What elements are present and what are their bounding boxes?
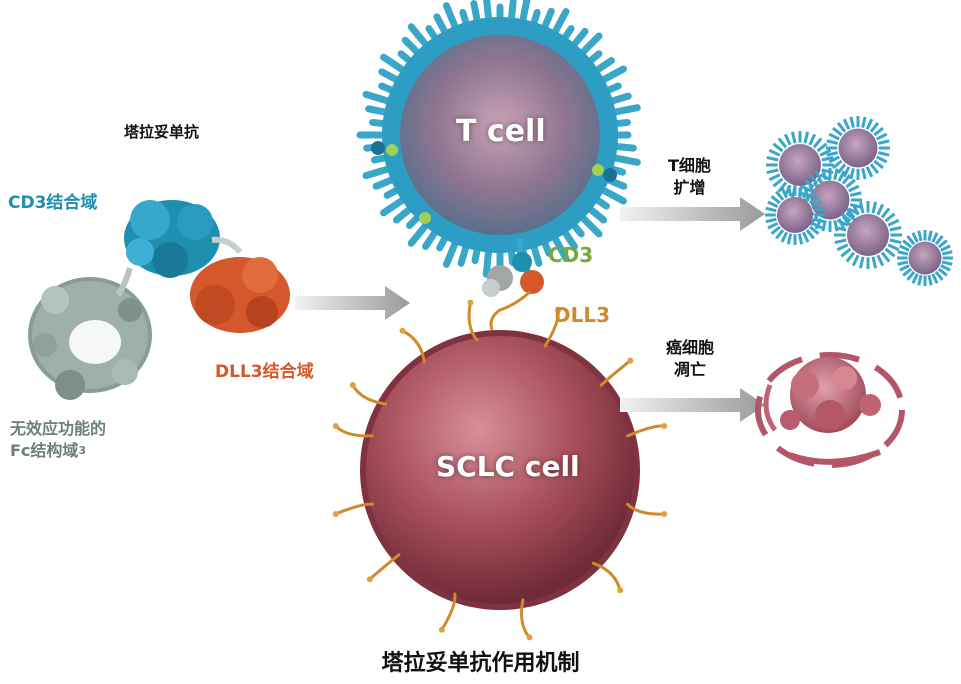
expanded-t-cells [765,116,953,286]
t-expansion-line2: 扩增 [673,178,706,197]
diagram-caption: 塔拉妥单抗作用机制 [381,651,580,676]
cd3-label: CD3 [548,243,594,267]
apoptosis-line2: 凋亡 [674,360,707,379]
t-expansion-line1: T细胞 [668,156,711,175]
fc-label-line2-wrap: Fc结构域3 [10,440,106,462]
fc-label-line1: 无效应功能的 [10,419,107,438]
apoptosis-line1: 癌细胞 [666,338,715,357]
t-cell-illustration [356,0,641,278]
apoptosis-label: 癌细胞 凋亡 [666,337,714,381]
apoptotic-cancer-cell [755,352,905,468]
fc-label-superscript: 3 [78,444,87,457]
dll3-label: DLL3 [554,303,611,327]
cd3-receptor-complex [482,238,544,331]
fc-label-line2: Fc结构域 [10,441,79,460]
cd3-binding-domain-shape [124,200,220,278]
dll3-binding-domain-shape [190,257,290,333]
dll3-domain-label: DLL3结合域 [215,362,314,382]
sclc-cell-label: SCLC cell [436,450,580,483]
fc-domain-label: 无效应功能的 Fc结构域3 [10,418,106,462]
antibody-illustration [28,200,290,400]
arrow-antibody-to-sclc [295,286,410,320]
drug-name-label: 塔拉妥单抗 [124,123,200,141]
cd3-domain-label: CD3结合域 [8,193,98,213]
t-cell-label: T cell [456,114,546,149]
arrow-apoptosis [620,388,765,422]
fc-domain-shape [28,277,152,400]
arrow-t-cell-expansion [620,197,765,231]
sclc-cell-illustration [332,299,668,641]
t-cell-expansion-label: T细胞 扩增 [668,155,711,199]
